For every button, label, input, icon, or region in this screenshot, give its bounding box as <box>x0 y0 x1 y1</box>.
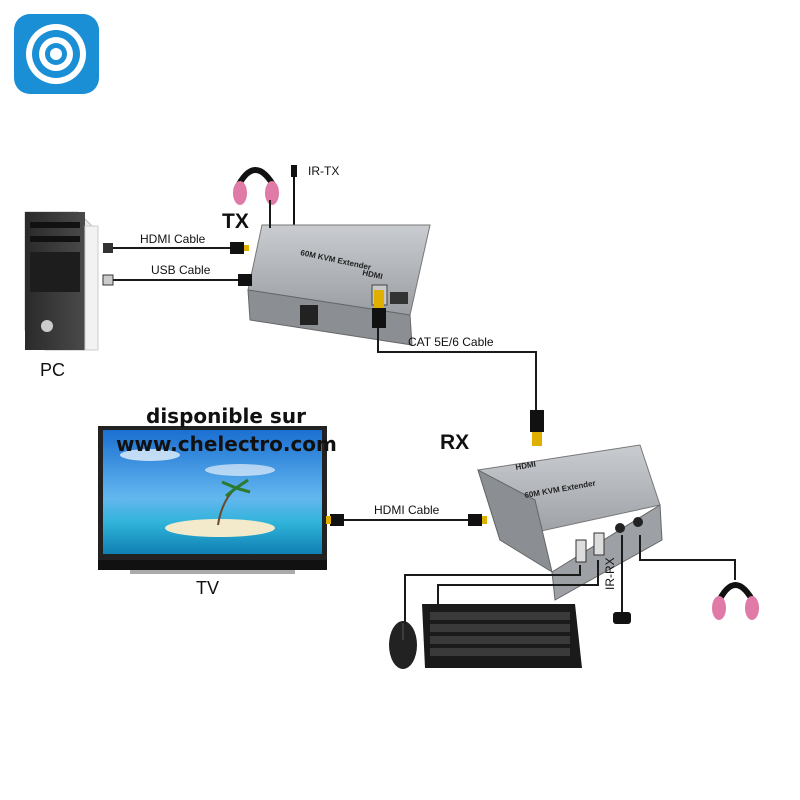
headphone-tx-icon <box>233 167 279 205</box>
connectors <box>102 242 544 526</box>
headphone-rx-icon <box>712 582 759 620</box>
rx-label: RX <box>440 431 470 454</box>
tx-label: TX <box>222 210 249 233</box>
promo-line-1: disponible sur <box>146 404 306 428</box>
svg-text:HDMI: HDMI <box>515 460 537 472</box>
rx-extender-device: HDMI 60M KVM Extender <box>477 444 663 601</box>
cables <box>110 200 736 625</box>
tx-extender-device: 60M KVM Extender HDMI <box>247 224 431 346</box>
svg-text:HDMI: HDMI <box>362 268 384 281</box>
ir-rx-label: IR-RX <box>603 557 617 590</box>
usb-cable-label: USB Cable <box>151 263 211 277</box>
pc-label: PC <box>40 360 66 380</box>
promo-line-2: www.chelectro.com <box>116 432 337 456</box>
mouse-icon <box>389 621 417 669</box>
ir-rx-receiver-icon <box>613 612 631 624</box>
concentric-rings-icon <box>14 14 99 94</box>
ir-tx-probe-icon <box>291 165 297 230</box>
hdmi-cable-rx-label: HDMI Cable <box>374 503 440 517</box>
tv-screen <box>98 426 327 574</box>
tv-label: TV <box>196 578 220 598</box>
pc-tower <box>24 211 99 351</box>
hdmi-cable-tx-label: HDMI Cable <box>140 232 206 246</box>
cat-cable-label: CAT 5E/6 Cable <box>408 335 494 349</box>
keyboard-icon <box>422 604 582 668</box>
ir-tx-label: IR-TX <box>308 164 340 178</box>
